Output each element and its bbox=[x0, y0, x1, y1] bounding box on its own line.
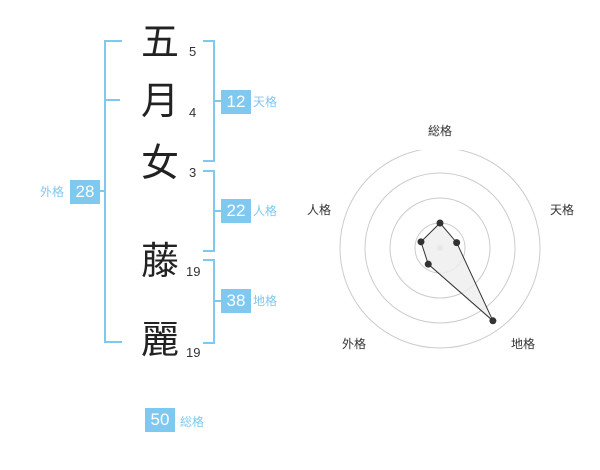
soukaku-value-badge: 50 bbox=[145, 408, 175, 432]
radar-grid-ring-3 bbox=[364, 172, 516, 324]
chikaku-value-badge: 38 bbox=[221, 289, 251, 313]
stroke-count-3: 3 bbox=[189, 165, 197, 180]
radar-chart bbox=[339, 150, 541, 349]
name-char-2: 月 bbox=[140, 79, 179, 123]
stroke-count-5: 19 bbox=[186, 345, 201, 360]
tenkaku-label: 天格 bbox=[253, 95, 278, 109]
radar-grid-ring-4 bbox=[339, 150, 541, 349]
radar-axis-label-jinkaku: 人格 bbox=[307, 203, 332, 217]
radar-axis-label-tenkaku: 天格 bbox=[550, 203, 575, 217]
radar-point-1 bbox=[436, 219, 444, 227]
name-char-4: 藤 bbox=[140, 239, 179, 283]
name-char-3: 女 bbox=[140, 141, 179, 185]
stroke-count-4: 19 bbox=[186, 264, 201, 279]
gaikaku-bracket-stub bbox=[96, 190, 104, 192]
gaikaku-bracket-tick bbox=[104, 99, 120, 101]
radar-point-3 bbox=[489, 317, 497, 325]
chikaku-bracket-stub bbox=[213, 300, 221, 302]
radar-point-5 bbox=[417, 238, 425, 246]
radar-point-2 bbox=[453, 239, 461, 247]
gaikaku-value-badge: 28 bbox=[70, 180, 100, 204]
gaikaku-label: 外格 bbox=[40, 185, 65, 199]
tenkaku-bracket-stub bbox=[213, 100, 221, 102]
stroke-count-1: 5 bbox=[189, 44, 197, 59]
tenkaku-value-badge: 12 bbox=[221, 90, 251, 114]
radar-point-4 bbox=[424, 260, 432, 268]
radar-series-polygon bbox=[420, 222, 494, 322]
jinkaku-bracket-stub bbox=[213, 210, 221, 212]
radar-grid-ring-2 bbox=[389, 197, 491, 299]
jinkaku-value-badge: 22 bbox=[221, 199, 251, 223]
radar-axis-label-soukaku: 総格 bbox=[428, 124, 453, 138]
name-char-5: 麗 bbox=[140, 318, 179, 362]
stroke-count-2: 4 bbox=[189, 105, 197, 120]
chikaku-label: 地格 bbox=[253, 294, 278, 308]
gaikaku-bracket bbox=[104, 40, 122, 343]
name-char-1: 五 bbox=[140, 20, 179, 64]
radar-axis-label-chikaku: 地格 bbox=[511, 337, 536, 351]
soukaku-label: 総格 bbox=[180, 415, 205, 429]
jinkaku-label: 人格 bbox=[253, 204, 278, 218]
radar-axis-label-gaikaku: 外格 bbox=[342, 337, 367, 351]
